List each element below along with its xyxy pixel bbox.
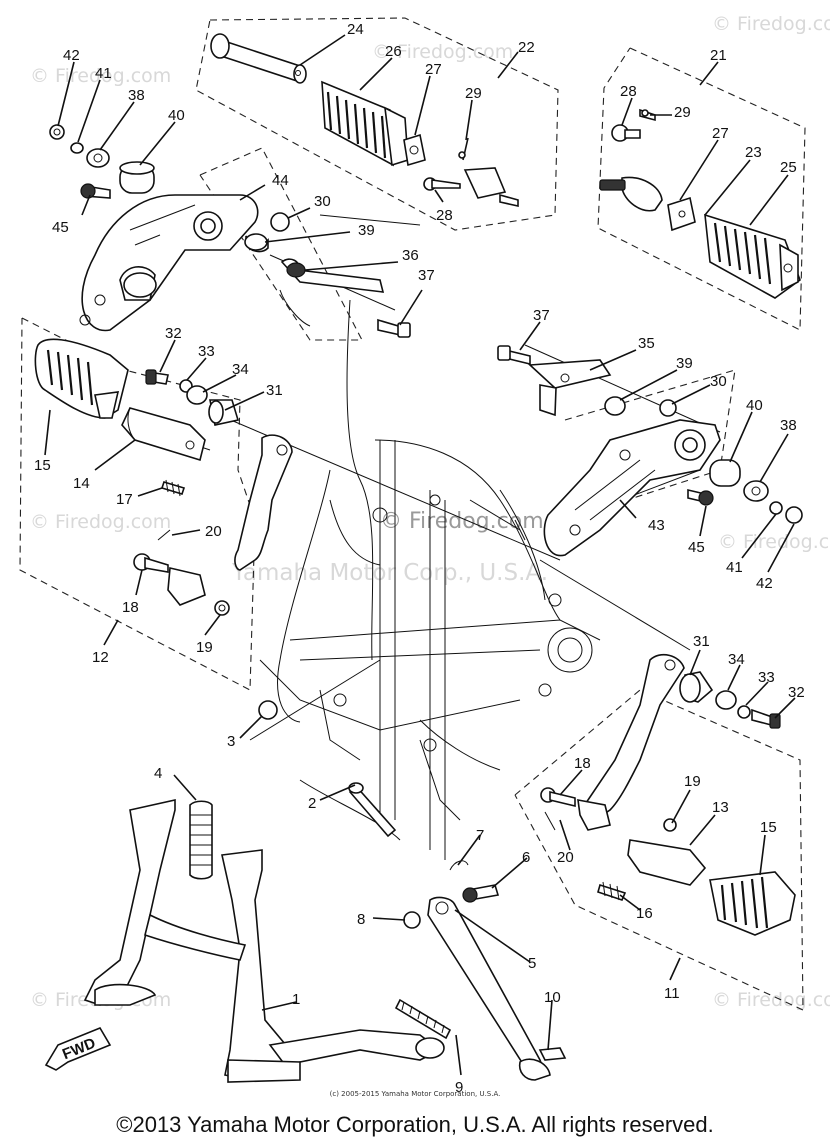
- rear-footrest-right: [599, 108, 801, 299]
- callout-23: 23: [745, 144, 762, 161]
- callout-31-right: 31: [693, 633, 710, 650]
- callout-30: 30: [314, 193, 331, 210]
- callout-18: 18: [122, 599, 139, 616]
- watermark-center: © Firedog.com: [380, 509, 544, 534]
- callout-14: 14: [73, 475, 90, 492]
- callout-20: 20: [205, 523, 222, 540]
- callout-45: 45: [52, 219, 69, 236]
- copyright-notice: ©2013 Yamaha Motor Corporation, U.S.A. A…: [116, 1112, 714, 1137]
- fwd-arrow: FWD: [44, 1026, 112, 1071]
- callout-32-right: 32: [788, 684, 805, 701]
- callout-6: 6: [522, 849, 530, 866]
- callout-5: 5: [528, 955, 536, 972]
- callout-28: 28: [436, 207, 453, 224]
- side-stand-assembly: [394, 860, 567, 1081]
- frame-bracket-right: [564, 369, 736, 521]
- callout-17: 17: [116, 491, 133, 508]
- callout-16: 16: [636, 905, 653, 922]
- chassis-frame: [259, 299, 601, 860]
- top-left-hardware: [49, 124, 411, 338]
- callout-30-right: 30: [710, 373, 727, 390]
- callout-41-right: 41: [726, 559, 743, 576]
- watermark-mid-left: © Firedog.com: [30, 511, 171, 533]
- callout-33-right: 33: [758, 669, 775, 686]
- callout-28-right: 28: [620, 83, 637, 100]
- callout-37: 37: [418, 267, 435, 284]
- callout-43: 43: [648, 517, 665, 534]
- footrest-bracket-right: [497, 345, 803, 557]
- callout-19: 19: [196, 639, 213, 656]
- frame-12: [19, 317, 256, 691]
- callout-2: 2: [308, 795, 316, 812]
- callout-25: 25: [780, 159, 797, 176]
- callout-44: 44: [272, 172, 289, 189]
- callout-37-right: 37: [533, 307, 550, 324]
- callout-38: 38: [128, 87, 145, 104]
- watermark-bottom-right: © Firedog.com: [712, 989, 830, 1011]
- callout-42-right: 42: [756, 575, 773, 592]
- callout-26: 26: [385, 43, 402, 60]
- callout-24: 24: [347, 21, 364, 38]
- callout-4: 4: [154, 765, 162, 782]
- callout-27-right: 27: [712, 125, 729, 142]
- callout-34-right: 34: [728, 651, 745, 668]
- callout-20-right: 20: [557, 849, 574, 866]
- group-frames: [19, 17, 806, 1011]
- callout-32: 32: [165, 325, 182, 342]
- frame-21: [597, 47, 806, 331]
- callout-10: 10: [544, 989, 561, 1006]
- callout-29: 29: [465, 85, 482, 102]
- callout-15-right: 15: [760, 819, 777, 836]
- callout-13: 13: [712, 799, 729, 816]
- callout-29-right: 29: [674, 104, 691, 121]
- callout-35: 35: [638, 335, 655, 352]
- callout-31: 31: [266, 382, 283, 399]
- callout-40-right: 40: [746, 397, 763, 414]
- fwd-label: FWD: [60, 1035, 98, 1064]
- callout-18-right: 18: [574, 755, 591, 772]
- callout-33: 33: [198, 343, 215, 360]
- callout-27: 27: [425, 61, 442, 78]
- leader-lines: [44, 34, 796, 1076]
- callout-39: 39: [358, 222, 375, 239]
- callout-36: 36: [402, 247, 419, 264]
- watermark-top-left: © Firedog.com: [30, 65, 171, 87]
- callout-12: 12: [92, 649, 109, 666]
- callout-19-right: 19: [684, 773, 701, 790]
- callout-40: 40: [168, 107, 185, 124]
- watermark-layer: © Firedog.com © Firedog.com © Firedog.co…: [30, 13, 830, 1011]
- callout-41: 41: [95, 65, 112, 82]
- callout-22: 22: [518, 39, 535, 56]
- footrest-bracket-left: [79, 194, 259, 332]
- callout-38-right: 38: [780, 417, 797, 434]
- callout-34: 34: [232, 361, 249, 378]
- callout-1: 1: [292, 991, 300, 1008]
- callout-45-right: 45: [688, 539, 705, 556]
- rear-footrest-left: [210, 33, 519, 207]
- callout-3: 3: [227, 733, 235, 750]
- callout-15: 15: [34, 457, 51, 474]
- frame-22: [195, 17, 559, 231]
- callout-21: 21: [710, 47, 727, 64]
- callout-7: 7: [476, 827, 484, 844]
- front-footrest-left: [34, 338, 293, 616]
- watermark-top-right: © Firedog.com: [712, 13, 830, 35]
- callout-11: 11: [664, 985, 680, 1002]
- watermark-top-center: © Firedog.com: [372, 41, 513, 63]
- front-footrest-right: [540, 653, 796, 936]
- frame-11: [514, 689, 804, 1011]
- watermark-company: Yamaha Motor Corp., U.S.A.: [231, 560, 548, 586]
- callout-8: 8: [357, 911, 365, 928]
- callout-39-right: 39: [676, 355, 693, 372]
- frame-bracket-left: [199, 147, 363, 341]
- small-copyright: (c) 2005-2015 Yamaha Motor Corporation, …: [329, 1090, 501, 1098]
- callout-9: 9: [455, 1079, 463, 1096]
- center-stand-assembly: [83, 700, 445, 1083]
- watermark-mid-right: © Firedog.com: [718, 531, 830, 553]
- callout-labels: 42 41 38 40 45 44 30 39 36 37 24 26 27 2…: [34, 21, 805, 1096]
- callout-42: 42: [63, 47, 80, 64]
